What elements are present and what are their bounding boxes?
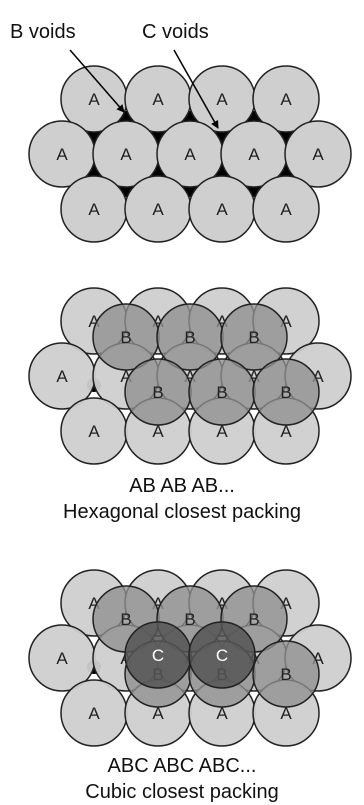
sphere-b-label: B xyxy=(280,665,291,684)
sphere-b-label: B xyxy=(120,610,131,629)
c-voids-arrow xyxy=(173,49,219,129)
sphere-a: A xyxy=(60,175,128,243)
sphere-a-shape xyxy=(284,120,352,188)
sphere-a-shape xyxy=(252,65,320,133)
panel-a-layer: A A A A A A A A A A A A A xyxy=(28,65,352,243)
sphere-b-label: B xyxy=(248,328,259,347)
sphere-a-label: A xyxy=(120,145,132,164)
caption-hexagonal-name: Hexagonal closest packing xyxy=(63,501,301,523)
sphere-b: B xyxy=(124,358,192,426)
sphere-b-label: B xyxy=(216,383,227,402)
sphere-b-label: B xyxy=(280,383,291,402)
caption-cubic-sequence: ABC ABC ABC... xyxy=(108,755,257,777)
sphere-c: C xyxy=(124,621,192,689)
sphere-a-label: A xyxy=(88,200,100,219)
sphere-b-label: B xyxy=(184,610,195,629)
sphere-a-label: A xyxy=(56,145,68,164)
sphere-a-label: A xyxy=(88,422,100,441)
b-voids-arrow xyxy=(69,49,125,113)
sphere-a: A xyxy=(60,679,128,747)
c-voids-label: C voids xyxy=(142,21,209,43)
sphere-a-label: A xyxy=(56,649,68,668)
sphere-a-label: A xyxy=(280,704,292,723)
sphere-a: A xyxy=(28,624,96,692)
sphere-a-label: A xyxy=(216,90,228,109)
sphere-a-label: A xyxy=(280,200,292,219)
sphere-b-shape xyxy=(252,358,320,426)
sphere-b-shape xyxy=(220,303,288,371)
sphere-a-shape xyxy=(252,175,320,243)
sphere-b-shape xyxy=(252,640,320,708)
sphere-a: A xyxy=(60,397,128,465)
sphere-b-label: B xyxy=(184,328,195,347)
b-voids-label: B voids xyxy=(10,21,76,43)
sphere-a: A xyxy=(252,65,320,133)
sphere-a-label: A xyxy=(152,704,164,723)
sphere-a-label: A xyxy=(280,90,292,109)
sphere-a: A xyxy=(124,175,192,243)
sphere-a: A xyxy=(28,342,96,410)
sphere-a-label: A xyxy=(248,145,260,164)
sphere-a-label: A xyxy=(152,422,164,441)
sphere-a-label: A xyxy=(88,704,100,723)
sphere-b: B xyxy=(252,358,320,426)
sphere-a-label: A xyxy=(152,90,164,109)
sphere-b: B xyxy=(220,303,288,371)
sphere-a-label: A xyxy=(56,367,68,386)
sphere-a: A xyxy=(28,120,96,188)
sphere-a-label: A xyxy=(280,422,292,441)
sphere-a: A xyxy=(92,120,160,188)
sphere-b-label: B xyxy=(120,328,131,347)
sphere-b: B xyxy=(252,640,320,708)
sphere-a: A xyxy=(252,175,320,243)
sphere-c-label: C xyxy=(152,646,164,665)
sphere-a-label: A xyxy=(152,200,164,219)
sphere-a: A xyxy=(284,120,352,188)
caption-cubic-name: Cubic closest packing xyxy=(85,781,278,803)
sphere-c-shape xyxy=(188,621,256,689)
sphere-c: C xyxy=(188,621,256,689)
sphere-a-label: A xyxy=(216,422,228,441)
sphere-b-label: B xyxy=(248,610,259,629)
sphere-c-label: C xyxy=(216,646,228,665)
sphere-b: B xyxy=(188,358,256,426)
sphere-b: B xyxy=(156,303,224,371)
sphere-a-label: A xyxy=(184,145,196,164)
sphere-a-label: A xyxy=(88,90,100,109)
caption-hexagonal-sequence: AB AB AB... xyxy=(129,475,235,497)
sphere-a-label: A xyxy=(216,704,228,723)
sphere-a-label: A xyxy=(216,200,228,219)
sphere-a: A xyxy=(60,65,128,133)
sphere-a: A xyxy=(188,175,256,243)
sphere-a-label: A xyxy=(312,145,324,164)
sphere-b-label: B xyxy=(152,383,163,402)
sphere-a: A xyxy=(220,120,288,188)
